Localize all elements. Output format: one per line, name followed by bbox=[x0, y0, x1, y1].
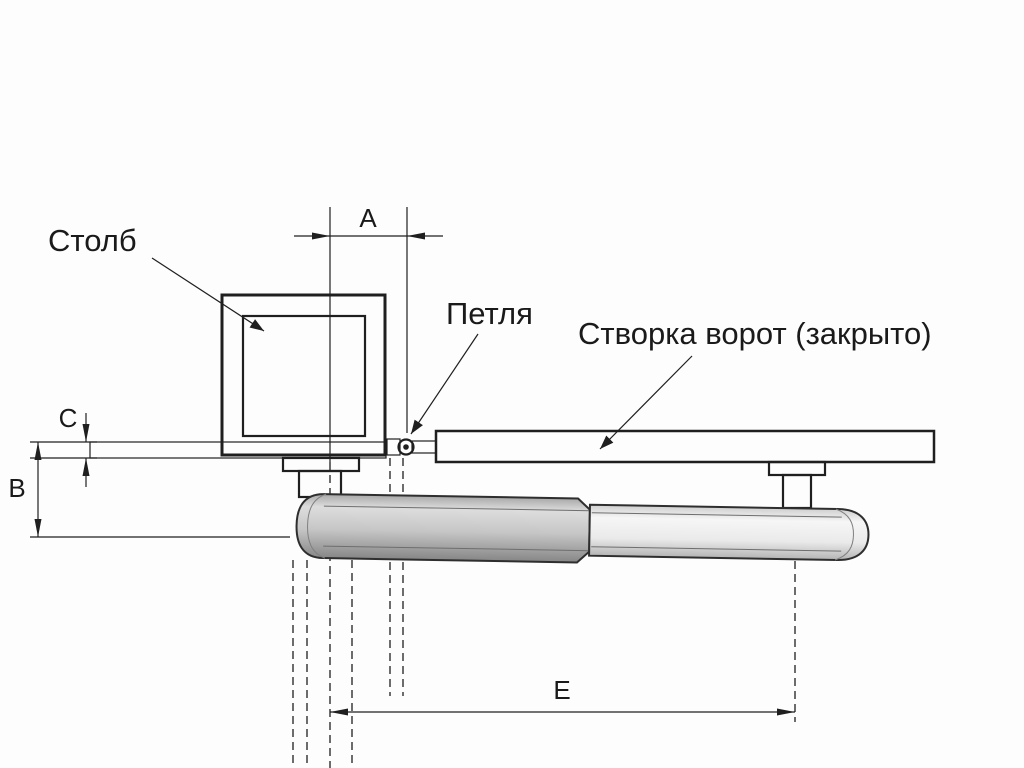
gate-leaf-label: Створка ворот (закрыто) bbox=[578, 316, 932, 351]
post-leader-arrow bbox=[151, 257, 265, 332]
callouts: Столб Петля Створка ворот (закрыто) bbox=[48, 223, 932, 450]
actuator-body bbox=[295, 493, 591, 564]
hinge-label: Петля bbox=[446, 296, 533, 331]
dimension-b: B bbox=[8, 442, 290, 538]
actuator-body-cap-shading bbox=[307, 493, 327, 559]
dimension-a: A bbox=[294, 203, 443, 462]
dim-e-label: E bbox=[553, 675, 570, 705]
hinge-post-plate bbox=[386, 438, 401, 456]
wall-hatch-fill bbox=[89, 441, 387, 459]
actuator bbox=[295, 493, 870, 564]
dim-c-label: C bbox=[59, 403, 78, 433]
hinge-leader-arrow bbox=[410, 333, 479, 435]
post-inner-outline bbox=[241, 314, 367, 438]
post-label: Столб bbox=[48, 223, 137, 258]
actuator-body-facet-bottom bbox=[323, 545, 590, 552]
actuator-rod-cap-shading bbox=[834, 508, 854, 561]
actuator-body-facet-top bbox=[323, 505, 590, 512]
hinge-barrel bbox=[397, 438, 415, 456]
hinge-pin-icon bbox=[403, 444, 409, 450]
hinge bbox=[386, 438, 437, 456]
actuator-rod bbox=[588, 503, 870, 562]
gate-leaf-leader-arrow bbox=[599, 355, 693, 450]
dimension-e: E bbox=[330, 675, 795, 716]
dim-b-label: B bbox=[8, 473, 25, 503]
hinge-gate-plate bbox=[411, 440, 437, 454]
dim-a-label: A bbox=[359, 203, 377, 233]
post-outer-outline bbox=[220, 293, 387, 457]
actuator-rod-facet-bottom bbox=[591, 546, 842, 552]
post bbox=[220, 293, 387, 457]
wall-hatch-strip bbox=[89, 441, 387, 459]
actuator-rod-facet-top bbox=[591, 512, 842, 518]
